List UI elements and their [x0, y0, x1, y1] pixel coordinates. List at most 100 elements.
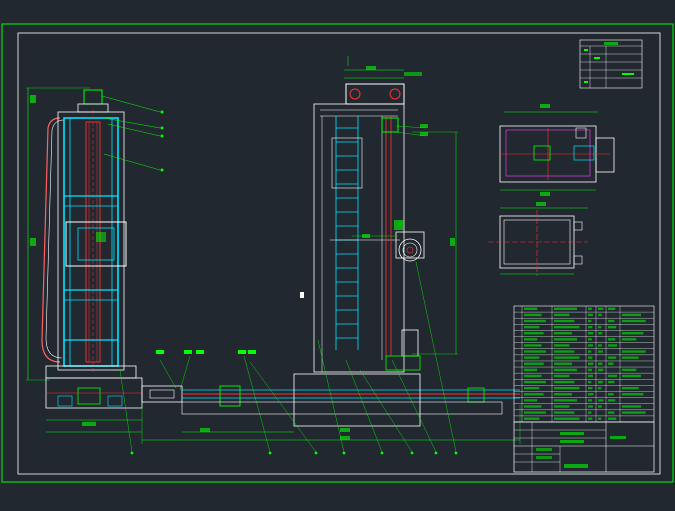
- gantry-base: [293, 373, 421, 427]
- parts-list-cell-text: [588, 362, 594, 365]
- title-block-small: [579, 39, 643, 89]
- parts-list-cell-text: [524, 411, 546, 414]
- parts-list-cell-text: [588, 319, 592, 323]
- balloon: [160, 126, 164, 130]
- front-view-gantry: [300, 56, 458, 373]
- parts-list-cell-text: [608, 356, 617, 359]
- balloon: [160, 110, 164, 114]
- parts-list-cell-text: [588, 332, 594, 335]
- parts-list-cell-text: [554, 338, 577, 341]
- parts-list-cell-text: [598, 350, 603, 353]
- balloon: [434, 451, 438, 455]
- parts-list-cell-text: [608, 380, 615, 384]
- parts-list-cell-text: [608, 338, 616, 341]
- parts-list-cell-text: [554, 350, 575, 353]
- balloon: [160, 168, 164, 172]
- balloon: [454, 451, 458, 455]
- parts-list-cell-text: [588, 411, 592, 414]
- parts-list-cell-text: [598, 417, 602, 420]
- parts-list-cell-text: [588, 380, 592, 384]
- parts-list-cell-text: [622, 368, 637, 372]
- parts-list-cell-text: [598, 405, 602, 408]
- inner-frame: [17, 32, 661, 475]
- parts-list-cell-text: [554, 362, 572, 365]
- parts-list-cell-text: [622, 350, 646, 353]
- parts-list-cell-text: [554, 307, 577, 310]
- parts-list-cell-text: [622, 386, 639, 390]
- cable-loop: [41, 117, 61, 363]
- parts-list-cell-text: [622, 332, 644, 335]
- top-motor: [83, 89, 103, 105]
- section-view-base: [488, 202, 588, 276]
- parts-list-cell-text: [524, 325, 540, 329]
- parts-list-cell-text: [524, 332, 544, 335]
- parts-list-cell-text: [608, 307, 616, 310]
- title-block-main: [513, 421, 655, 473]
- balloon: [160, 134, 164, 138]
- parts-list-cell-text: [554, 374, 570, 378]
- parts-list-cell-text: [588, 350, 592, 353]
- parts-list-cell-text: [622, 393, 644, 396]
- parts-list-cell-text: [524, 405, 542, 408]
- parts-list-cell-text: [554, 411, 575, 414]
- parts-list-cell-text: [608, 374, 618, 378]
- parts-list-cell-text: [554, 393, 572, 396]
- parts-list-cell-text: [598, 386, 602, 390]
- parts-list-cell-text: [588, 405, 593, 408]
- parts-list-cell-text: [622, 319, 646, 323]
- parts-list-cell-text: [524, 417, 540, 420]
- parts-list-cell-text: [524, 307, 538, 310]
- parts-list-cell-text: [622, 356, 639, 359]
- parts-list-cell-text: [524, 344, 542, 347]
- parts-list-cell-text: [598, 307, 604, 310]
- parts-list-cell-text: [524, 374, 542, 378]
- parts-list-cell-text: [608, 325, 617, 329]
- parts-list-cell-text: [524, 399, 538, 402]
- parts-list-cell-text: [554, 380, 575, 384]
- balloon: [410, 451, 414, 455]
- parts-list-cell-text: [588, 313, 593, 317]
- carriage: [65, 221, 127, 267]
- parts-list-cell-text: [598, 332, 603, 335]
- gantry-frame: [313, 103, 405, 373]
- parts-list-cell-text: [524, 356, 540, 359]
- leader-lines: [119, 261, 457, 453]
- parts-list-cell-text: [588, 356, 593, 359]
- parts-list-cell-text: [554, 386, 580, 390]
- balloon: [314, 451, 318, 455]
- parts-list-cell-text: [524, 350, 546, 353]
- top-view-table: [499, 104, 615, 196]
- side-view-column: [26, 87, 164, 433]
- counterweight-chain: [335, 116, 359, 350]
- parts-list-cell-text: [588, 344, 593, 347]
- parts-list-cell-text: [588, 368, 592, 372]
- parts-list-cell-text: [554, 319, 575, 323]
- parts-list-cell-text: [554, 405, 570, 408]
- parts-list-cell-text: [554, 313, 570, 317]
- parts-list-cell-text: [598, 325, 602, 329]
- balloon: [130, 451, 134, 455]
- parts-list-cell-text: [598, 344, 602, 347]
- bottom-balloons: [130, 350, 458, 455]
- parts-list-cell-text: [598, 313, 602, 317]
- parts-list-cell-text: [524, 368, 538, 372]
- parts-list-cell-text: [622, 405, 641, 408]
- balloon: [268, 451, 272, 455]
- parts-list-cell-text: [598, 399, 604, 402]
- column-guide-rails: [63, 117, 119, 367]
- parts-list-cell-text: [622, 313, 641, 317]
- parts-list-cell-text: [524, 393, 544, 396]
- parts-list-cell-text: [588, 417, 593, 420]
- parts-list-cell-text: [598, 380, 603, 384]
- parts-list-cell-text: [524, 386, 540, 390]
- parts-list-cell-text: [622, 374, 641, 378]
- parts-list: [513, 305, 655, 423]
- parts-list-cell-text: [608, 411, 615, 414]
- parts-list-cell-text: [524, 319, 546, 323]
- parts-list-cell-text: [608, 417, 617, 420]
- parts-list-cell-text: [554, 417, 580, 420]
- parts-list-cell-text: [608, 319, 615, 323]
- top-drive-box: [345, 83, 405, 105]
- parts-list-cell-text: [598, 362, 603, 365]
